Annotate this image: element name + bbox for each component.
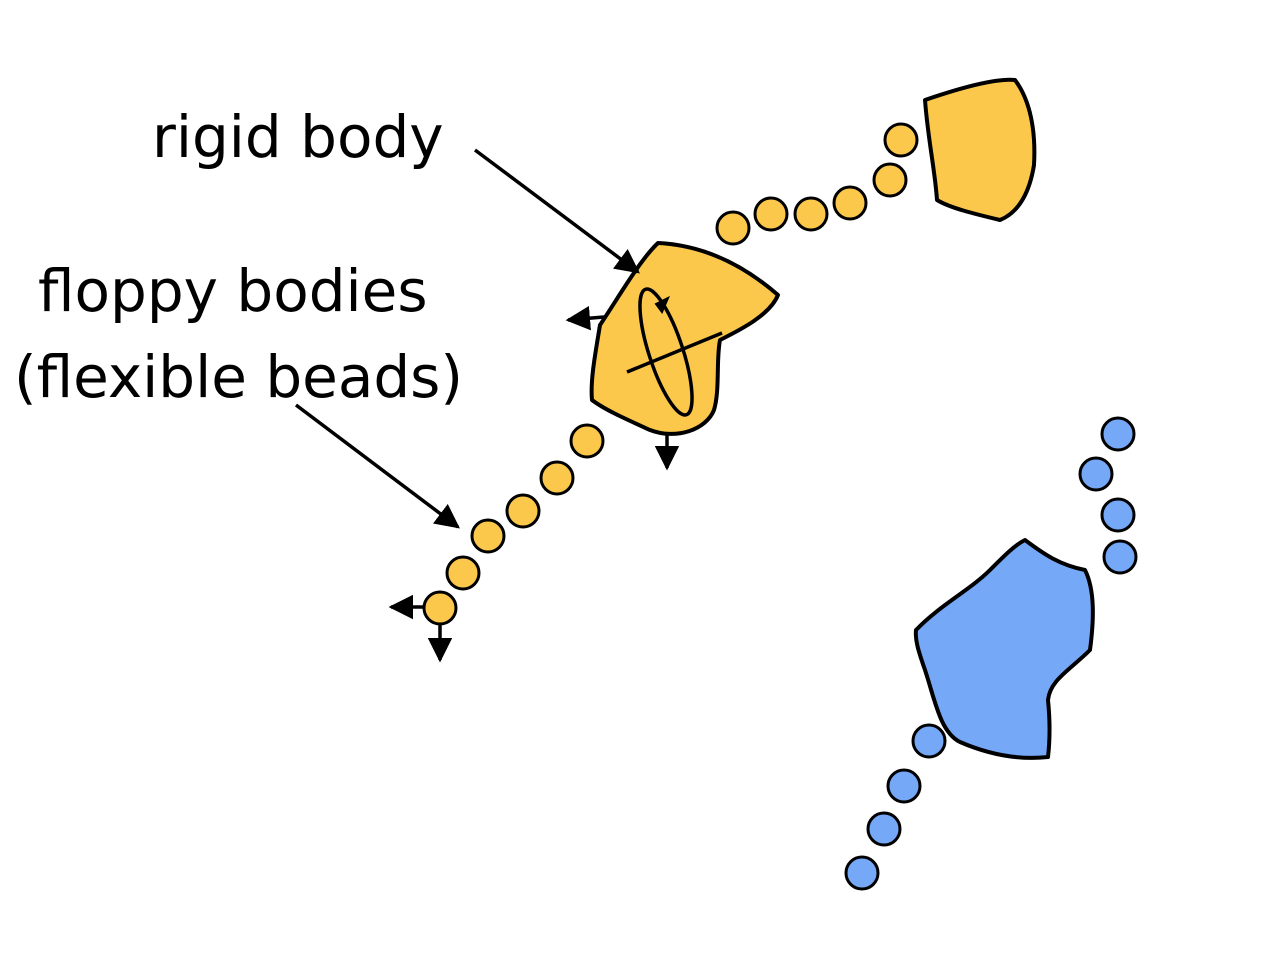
bead bbox=[832, 185, 868, 221]
bead bbox=[911, 723, 947, 759]
bead bbox=[1102, 539, 1138, 575]
rotation-indicator bbox=[626, 287, 723, 417]
blue-bead-chain-upper bbox=[1078, 416, 1138, 575]
rotation-ellipse bbox=[638, 287, 694, 417]
flexible-beads-label: (flexible beads) bbox=[14, 343, 464, 411]
bead bbox=[422, 590, 458, 626]
bead bbox=[539, 460, 575, 496]
blue-bead-chain-lower bbox=[844, 723, 947, 891]
bead bbox=[445, 555, 481, 591]
yellow-rigid-body-top bbox=[923, 77, 1037, 222]
yellow-bead-chain-upper bbox=[715, 122, 919, 246]
yellow-rigid-body-center bbox=[589, 241, 780, 436]
bead bbox=[569, 423, 605, 459]
rotation-arrowhead bbox=[654, 295, 670, 314]
bead bbox=[793, 196, 829, 232]
bead bbox=[1078, 456, 1114, 492]
bead bbox=[886, 768, 922, 804]
rotation-axis bbox=[626, 331, 723, 374]
blue-rigid-body bbox=[913, 538, 1095, 760]
bead bbox=[866, 811, 902, 847]
bead bbox=[1100, 416, 1136, 452]
rigid-body-label: rigid body bbox=[152, 103, 444, 171]
floppy-bodies-pointer-arrow bbox=[294, 403, 460, 529]
bead bbox=[1100, 497, 1136, 533]
bead bbox=[753, 196, 789, 232]
bead bbox=[505, 493, 541, 529]
bead bbox=[715, 210, 751, 246]
bead bbox=[844, 855, 880, 891]
yellow-bead-chain-lower bbox=[422, 423, 605, 626]
center-left-arrow bbox=[565, 305, 605, 331]
floppy-bodies-label: floppy bodies bbox=[38, 257, 428, 325]
bead bbox=[872, 162, 908, 198]
bead bbox=[883, 122, 919, 158]
rigid-body-pointer-arrow bbox=[473, 148, 640, 274]
bead bbox=[470, 518, 506, 554]
